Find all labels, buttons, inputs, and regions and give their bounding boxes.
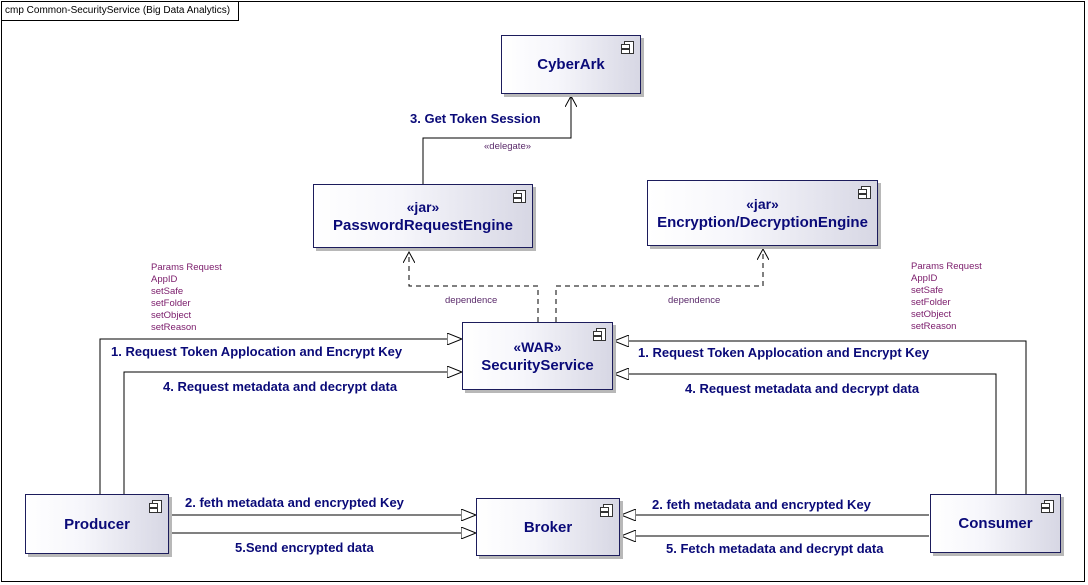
- dependence-right-label: dependence: [668, 295, 721, 306]
- component-stereotype: «jar»: [746, 195, 779, 212]
- component-icon: [621, 41, 634, 54]
- frame-title: cmp Common-SecurityService (Big Data Ana…: [1, 1, 240, 21]
- component-icon: [593, 328, 606, 341]
- component-broker[interactable]: Broker: [476, 498, 620, 556]
- producer-request-metadata-label: 4. Request metadata and decrypt data: [163, 379, 398, 394]
- component-producer[interactable]: Producer: [25, 494, 169, 554]
- param-item: setObject: [911, 309, 952, 320]
- component-icon: [1041, 500, 1054, 513]
- component-stereotype: «jar»: [406, 198, 440, 215]
- producer-request-metadata-connector: [123, 372, 462, 494]
- component-cyberark[interactable]: CyberArk: [501, 35, 641, 94]
- producer-send-data-label: 5.Send encrypted data: [235, 540, 374, 555]
- param-item: Params Request: [151, 262, 222, 273]
- component-name: Broker: [523, 518, 573, 536]
- component-encryption-decryption-engine[interactable]: «jar» Encryption/DecryptionEngine: [647, 180, 878, 246]
- consumer-fetch-key-label: 2. feth metadata and encrypted Key: [652, 497, 871, 512]
- params-left: Params Request AppID setSafe setFolder s…: [151, 262, 222, 334]
- param-item: setFolder: [911, 297, 951, 308]
- param-item: setSafe: [911, 285, 944, 296]
- params-right: Params Request AppID setSafe setFolder s…: [911, 261, 982, 333]
- param-item: AppID: [151, 274, 178, 285]
- component-icon: [513, 190, 526, 203]
- consumer-request-metadata-connector: [614, 374, 997, 494]
- component-name: Producer: [64, 515, 130, 533]
- dependence-right-connector: [555, 249, 763, 322]
- component-name: SecurityService: [481, 356, 594, 374]
- consumer-request-token-connector: [614, 341, 1027, 494]
- component-name: PasswordRequestEngine: [332, 216, 514, 234]
- component-stereotype: «WAR»: [513, 338, 562, 355]
- param-item: setReason: [151, 322, 197, 333]
- consumer-fetch-data-label: 5. Fetch metadata and decrypt data: [666, 541, 884, 556]
- param-item: setSafe: [151, 286, 184, 297]
- component-name: Consumer: [958, 515, 1033, 532]
- consumer-request-token-label: 1. Request Token Applocation and Encrypt…: [638, 345, 930, 360]
- get-token-label: 3. Get Token Session: [410, 111, 541, 126]
- component-password-request-engine[interactable]: «jar» PasswordRequestEngine: [313, 184, 533, 248]
- param-item: setReason: [911, 321, 957, 332]
- producer-fetch-key-label: 2. feth metadata and encrypted Key: [185, 495, 404, 510]
- param-item: Params Request: [911, 261, 982, 272]
- param-item: AppID: [911, 273, 938, 284]
- producer-request-token-label: 1. Request Token Applocation and Encrypt…: [111, 344, 403, 359]
- dependence-left-label: dependence: [445, 295, 498, 306]
- component-icon: [600, 504, 613, 517]
- dependence-left-connector: [409, 252, 539, 322]
- delegate-connector: [422, 96, 571, 184]
- component-consumer[interactable]: Consumer: [930, 494, 1061, 553]
- component-icon: [858, 186, 871, 199]
- component-security-service[interactable]: «WAR» SecurityService: [462, 322, 613, 390]
- producer-request-token-connector: [99, 339, 462, 494]
- param-item: setObject: [151, 310, 192, 321]
- consumer-request-metadata-label: 4. Request metadata and decrypt data: [685, 381, 920, 396]
- component-name: Encryption/DecryptionEngine: [657, 213, 868, 231]
- param-item: setFolder: [151, 298, 191, 309]
- delegate-label: «delegate»: [484, 141, 532, 152]
- component-icon: [149, 500, 162, 513]
- component-name: CyberArk: [537, 56, 605, 73]
